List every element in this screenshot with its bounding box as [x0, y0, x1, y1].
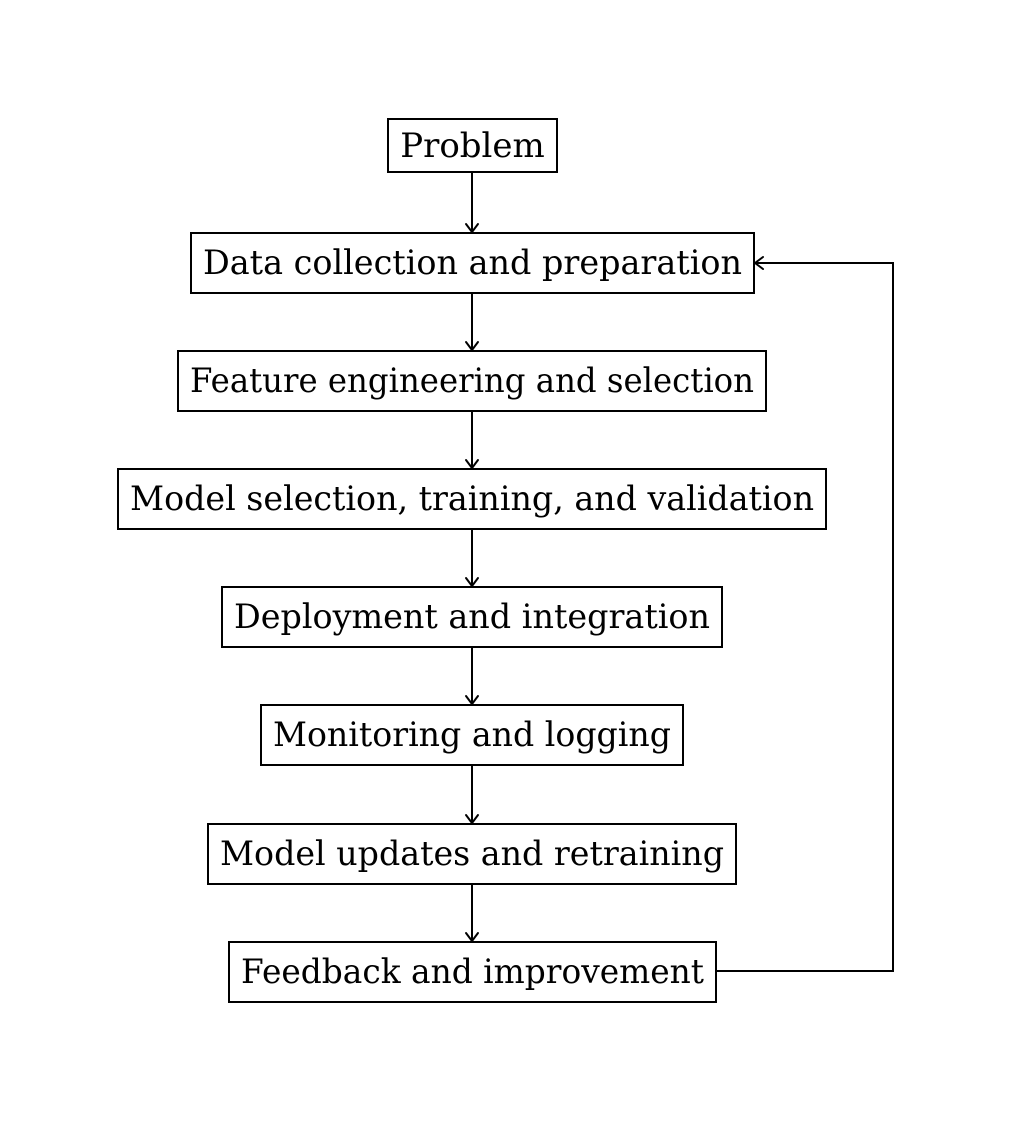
node-label: Data collection and preparation: [203, 243, 742, 283]
node-label: Problem: [400, 126, 545, 166]
node-data-collection: Data collection and preparation: [190, 232, 755, 294]
node-model-updates: Model updates and retraining: [207, 823, 737, 885]
node-label: Feedback and improvement: [241, 952, 704, 992]
node-label: Model selection, training, and validatio…: [130, 479, 814, 519]
edges: [471, 172, 894, 972]
node-label: Model updates and retraining: [220, 834, 724, 874]
node-problem: Problem: [387, 118, 558, 173]
node-label: Deployment and integration: [234, 597, 710, 637]
edge-feedback-to-data-collection: [716, 262, 894, 972]
node-label: Feature engineering and selection: [190, 361, 754, 401]
node-deployment: Deployment and integration: [221, 586, 723, 648]
node-monitoring: Monitoring and logging: [260, 704, 684, 766]
node-model-selection: Model selection, training, and validatio…: [117, 468, 827, 530]
node-feedback: Feedback and improvement: [228, 941, 717, 1003]
node-feature-engineering: Feature engineering and selection: [177, 350, 767, 412]
node-label: Monitoring and logging: [273, 715, 671, 755]
